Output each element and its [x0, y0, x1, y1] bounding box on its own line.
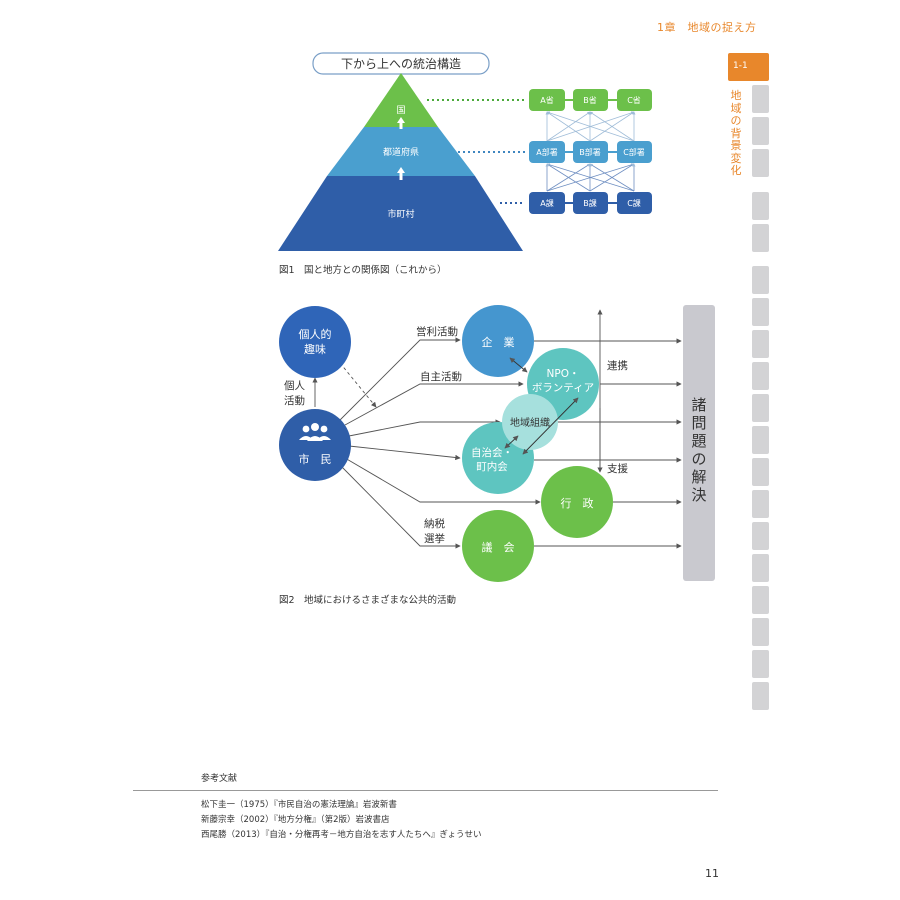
- node-citizen: [279, 409, 351, 481]
- pyramid-level-municipality: [278, 176, 523, 251]
- figure-1-caption: 図1 国と地方との関係図（これから）: [279, 265, 447, 276]
- section-label: C課: [627, 198, 641, 208]
- ministry-box: [573, 89, 608, 111]
- fig2-link-arrows: [504, 357, 579, 455]
- svg-text:の: の: [691, 450, 706, 468]
- section-tab[interactable]: [752, 192, 769, 220]
- pyramid-label-national: 国: [396, 105, 405, 116]
- node-personal-hobby: [279, 306, 351, 378]
- pyramid-label-municipality: 市町村: [387, 208, 414, 220]
- edge-label-personal-activity: 個人: [284, 379, 305, 392]
- section-tab[interactable]: [752, 394, 769, 422]
- section-tab-label: 1-1: [733, 61, 748, 71]
- section-tab-active[interactable]: 1-1: [728, 53, 769, 81]
- section-tab[interactable]: [752, 650, 769, 678]
- bureau-box: [529, 141, 565, 163]
- solution-label: 諸 問 題 の 解 決: [691, 396, 706, 504]
- svg-text:決: 決: [691, 486, 706, 504]
- node-label-citizen: 市 民: [299, 452, 332, 466]
- node-label-government: 行 政: [561, 496, 594, 510]
- node-council: [462, 510, 534, 582]
- edge-label-profit: 営利活動: [416, 325, 458, 338]
- reference-item: 西尾勝（2013）『自治・分権再考－地方自治を志す人たちへ』ぎょうせい: [201, 830, 482, 840]
- section-tab[interactable]: [752, 458, 769, 486]
- edge-label-tax-vote: 納税: [424, 517, 445, 530]
- node-label-neighborhood: 町内会: [476, 460, 508, 473]
- reference-item: 新藤宗幸（2002）『地方分権』（第2版）岩波書店: [201, 815, 390, 825]
- bureau-label: B部署: [579, 147, 601, 157]
- figure-2-diagram: 諸 問 題 の 解 決: [279, 305, 715, 582]
- pyramid-label-prefecture: 都道府県: [383, 146, 419, 158]
- edge-label-cooperation: 連携: [607, 359, 628, 372]
- section-tab[interactable]: [752, 490, 769, 518]
- pyramid-up-arrow: [397, 117, 405, 180]
- bureau-box: [573, 141, 608, 163]
- figure-2-caption: 図2 地域におけるさまざまな公共的活動: [279, 595, 457, 606]
- edge-label-support: 支援: [607, 462, 628, 475]
- references-title: 参考文献: [201, 774, 238, 784]
- section-tab[interactable]: [752, 149, 769, 177]
- edge-label-voluntary: 自主活動: [420, 370, 462, 383]
- node-label-npo: NPO・: [547, 368, 580, 380]
- node-label-hobby: 趣味: [304, 342, 326, 356]
- section-tab[interactable]: [752, 618, 769, 646]
- pyramid-level-national: [364, 73, 438, 127]
- node-label-npo: ボランティア: [532, 382, 594, 394]
- section-tab[interactable]: [752, 117, 769, 145]
- page-number: 11: [705, 867, 719, 880]
- section-tab[interactable]: [752, 522, 769, 550]
- node-label-neighborhood: 自治会・: [471, 446, 513, 459]
- section-label: B課: [583, 198, 597, 208]
- node-government: [541, 466, 613, 538]
- section-label: A課: [540, 198, 553, 208]
- svg-text:諸: 諸: [691, 396, 706, 414]
- section-tab[interactable]: [752, 298, 769, 326]
- node-label-council: 議 会: [482, 540, 515, 554]
- node-label-hobby: 個人的: [299, 327, 332, 341]
- section-tab[interactable]: [752, 682, 769, 710]
- figure-1-diagram: 下から上への統治構造 国 都道府県 市町村 A省 B省 C省 A部署 B部署 C…: [278, 52, 652, 251]
- section-box: [529, 192, 565, 214]
- reference-item: 松下圭一（1975）『市民自治の憲法理論』岩波新書: [201, 800, 397, 810]
- ministry-label: A省: [540, 95, 553, 105]
- svg-text:解: 解: [691, 468, 706, 486]
- citizens-icon: [299, 423, 331, 441]
- fig1-title: 下から上への統治構造: [341, 57, 461, 71]
- edge-label-personal-activity: 活動: [284, 394, 305, 407]
- section-tab[interactable]: [752, 330, 769, 358]
- bureau-label: A部署: [536, 147, 557, 157]
- section-tab[interactable]: [752, 554, 769, 582]
- section-tab[interactable]: [752, 426, 769, 454]
- bureau-label: C部署: [623, 147, 645, 157]
- fig1-cross-arrows: [545, 163, 636, 192]
- solution-panel: [683, 305, 715, 581]
- ministry-box: [529, 89, 565, 111]
- node-label-community: 地域組織: [510, 416, 550, 429]
- pyramid-level-prefecture: [327, 127, 475, 176]
- ministry-label: B省: [583, 95, 597, 105]
- svg-text:題: 題: [691, 432, 706, 450]
- section-tab[interactable]: [752, 586, 769, 614]
- bureau-box: [617, 141, 652, 163]
- edge-label-tax-vote: 選挙: [424, 532, 445, 545]
- node-label-company: 企 業: [482, 335, 515, 349]
- fig2-arrows: [312, 309, 682, 549]
- fig1-cross-arrows: [545, 111, 636, 142]
- section-box: [573, 192, 608, 214]
- references-divider: [133, 790, 718, 791]
- section-tab[interactable]: [752, 85, 769, 113]
- section-box: [617, 192, 652, 214]
- chapter-heading: 1章 地域の捉え方: [657, 21, 757, 34]
- ministry-box: [617, 89, 652, 111]
- section-tab[interactable]: [752, 224, 769, 252]
- ministry-label: C省: [627, 95, 641, 105]
- section-tab[interactable]: [752, 362, 769, 390]
- svg-text:問: 問: [691, 414, 706, 432]
- section-vertical-title: 地域の背景変化: [730, 89, 742, 177]
- section-tab[interactable]: [752, 266, 769, 294]
